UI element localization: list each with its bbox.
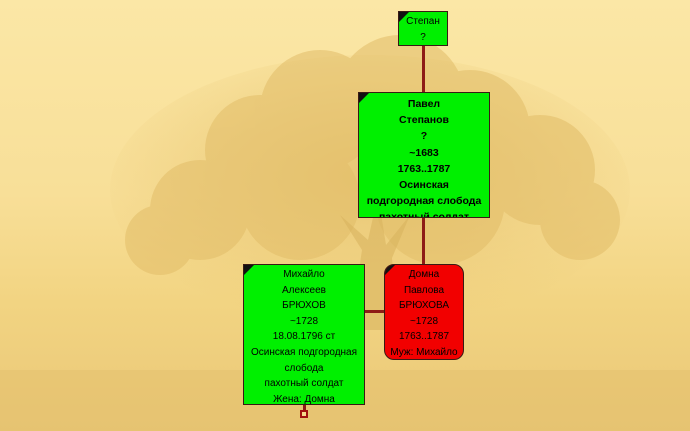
person-card-pavel[interactable]: Павел Степанов ? ~1683 1763..1787 Осинск… xyxy=(358,92,490,218)
domna-line-5: 1763..1787 xyxy=(398,331,450,343)
pavel-line-5: 1763..1787 xyxy=(397,162,451,175)
pavel-line-1: Павел xyxy=(407,98,441,110)
corner-mark-icon xyxy=(385,265,395,275)
corner-mark-icon xyxy=(399,12,409,22)
mikhailo-line-6: Осинская подгородная xyxy=(250,346,358,358)
domna-line-3: БРЮХОВА xyxy=(398,300,449,312)
person-card-stepan[interactable]: Степан ? xyxy=(398,11,448,46)
mikhailo-line-8: пахотный солдат xyxy=(264,378,344,390)
mikhailo-line-7: слобода xyxy=(284,362,324,374)
domna-line-6: Муж: Михайло xyxy=(390,346,458,358)
connector-stepan-pavel xyxy=(422,46,425,92)
person-card-domna[interactable]: Домна Павлова БРЮХОВА ~1728 1763..1787 М… xyxy=(384,264,464,360)
pavel-line-8: пахотный солдат xyxy=(378,211,470,218)
stepan-line-2: ? xyxy=(420,31,426,43)
corner-mark-icon xyxy=(359,93,369,103)
connector-pavel-domna xyxy=(422,218,425,264)
mikhailo-line-4: ~1728 xyxy=(289,315,319,327)
pavel-line-2: Степанов xyxy=(399,114,449,127)
pavel-line-3: ? xyxy=(420,130,428,143)
pavel-line-4: ~1683 xyxy=(409,146,439,159)
pavel-line-7: подгородная слобода xyxy=(366,195,482,208)
person-card-mikhailo[interactable]: Михайло Алексеев БРЮХОВ ~1728 18.08.1796… xyxy=(243,264,365,405)
mikhailo-line-1: Михайло xyxy=(283,269,325,280)
pavel-line-6: Осинская xyxy=(399,179,449,192)
domna-line-4: ~1728 xyxy=(409,315,439,327)
connector-spouses xyxy=(365,310,386,313)
domna-line-1: Домна xyxy=(408,269,440,280)
mikhailo-line-3: БРЮХОВ xyxy=(282,300,326,312)
expand-marker-icon[interactable] xyxy=(300,410,308,418)
connector-down xyxy=(303,405,306,411)
mikhailo-line-5: 18.08.1796 ст xyxy=(272,331,336,343)
mikhailo-line-9: Жена: Домна xyxy=(273,393,335,405)
stepan-line-1: Степан xyxy=(406,16,440,27)
domna-line-2: Павлова xyxy=(403,284,445,296)
corner-mark-icon xyxy=(244,265,254,275)
mikhailo-line-2: Алексеев xyxy=(282,284,326,296)
